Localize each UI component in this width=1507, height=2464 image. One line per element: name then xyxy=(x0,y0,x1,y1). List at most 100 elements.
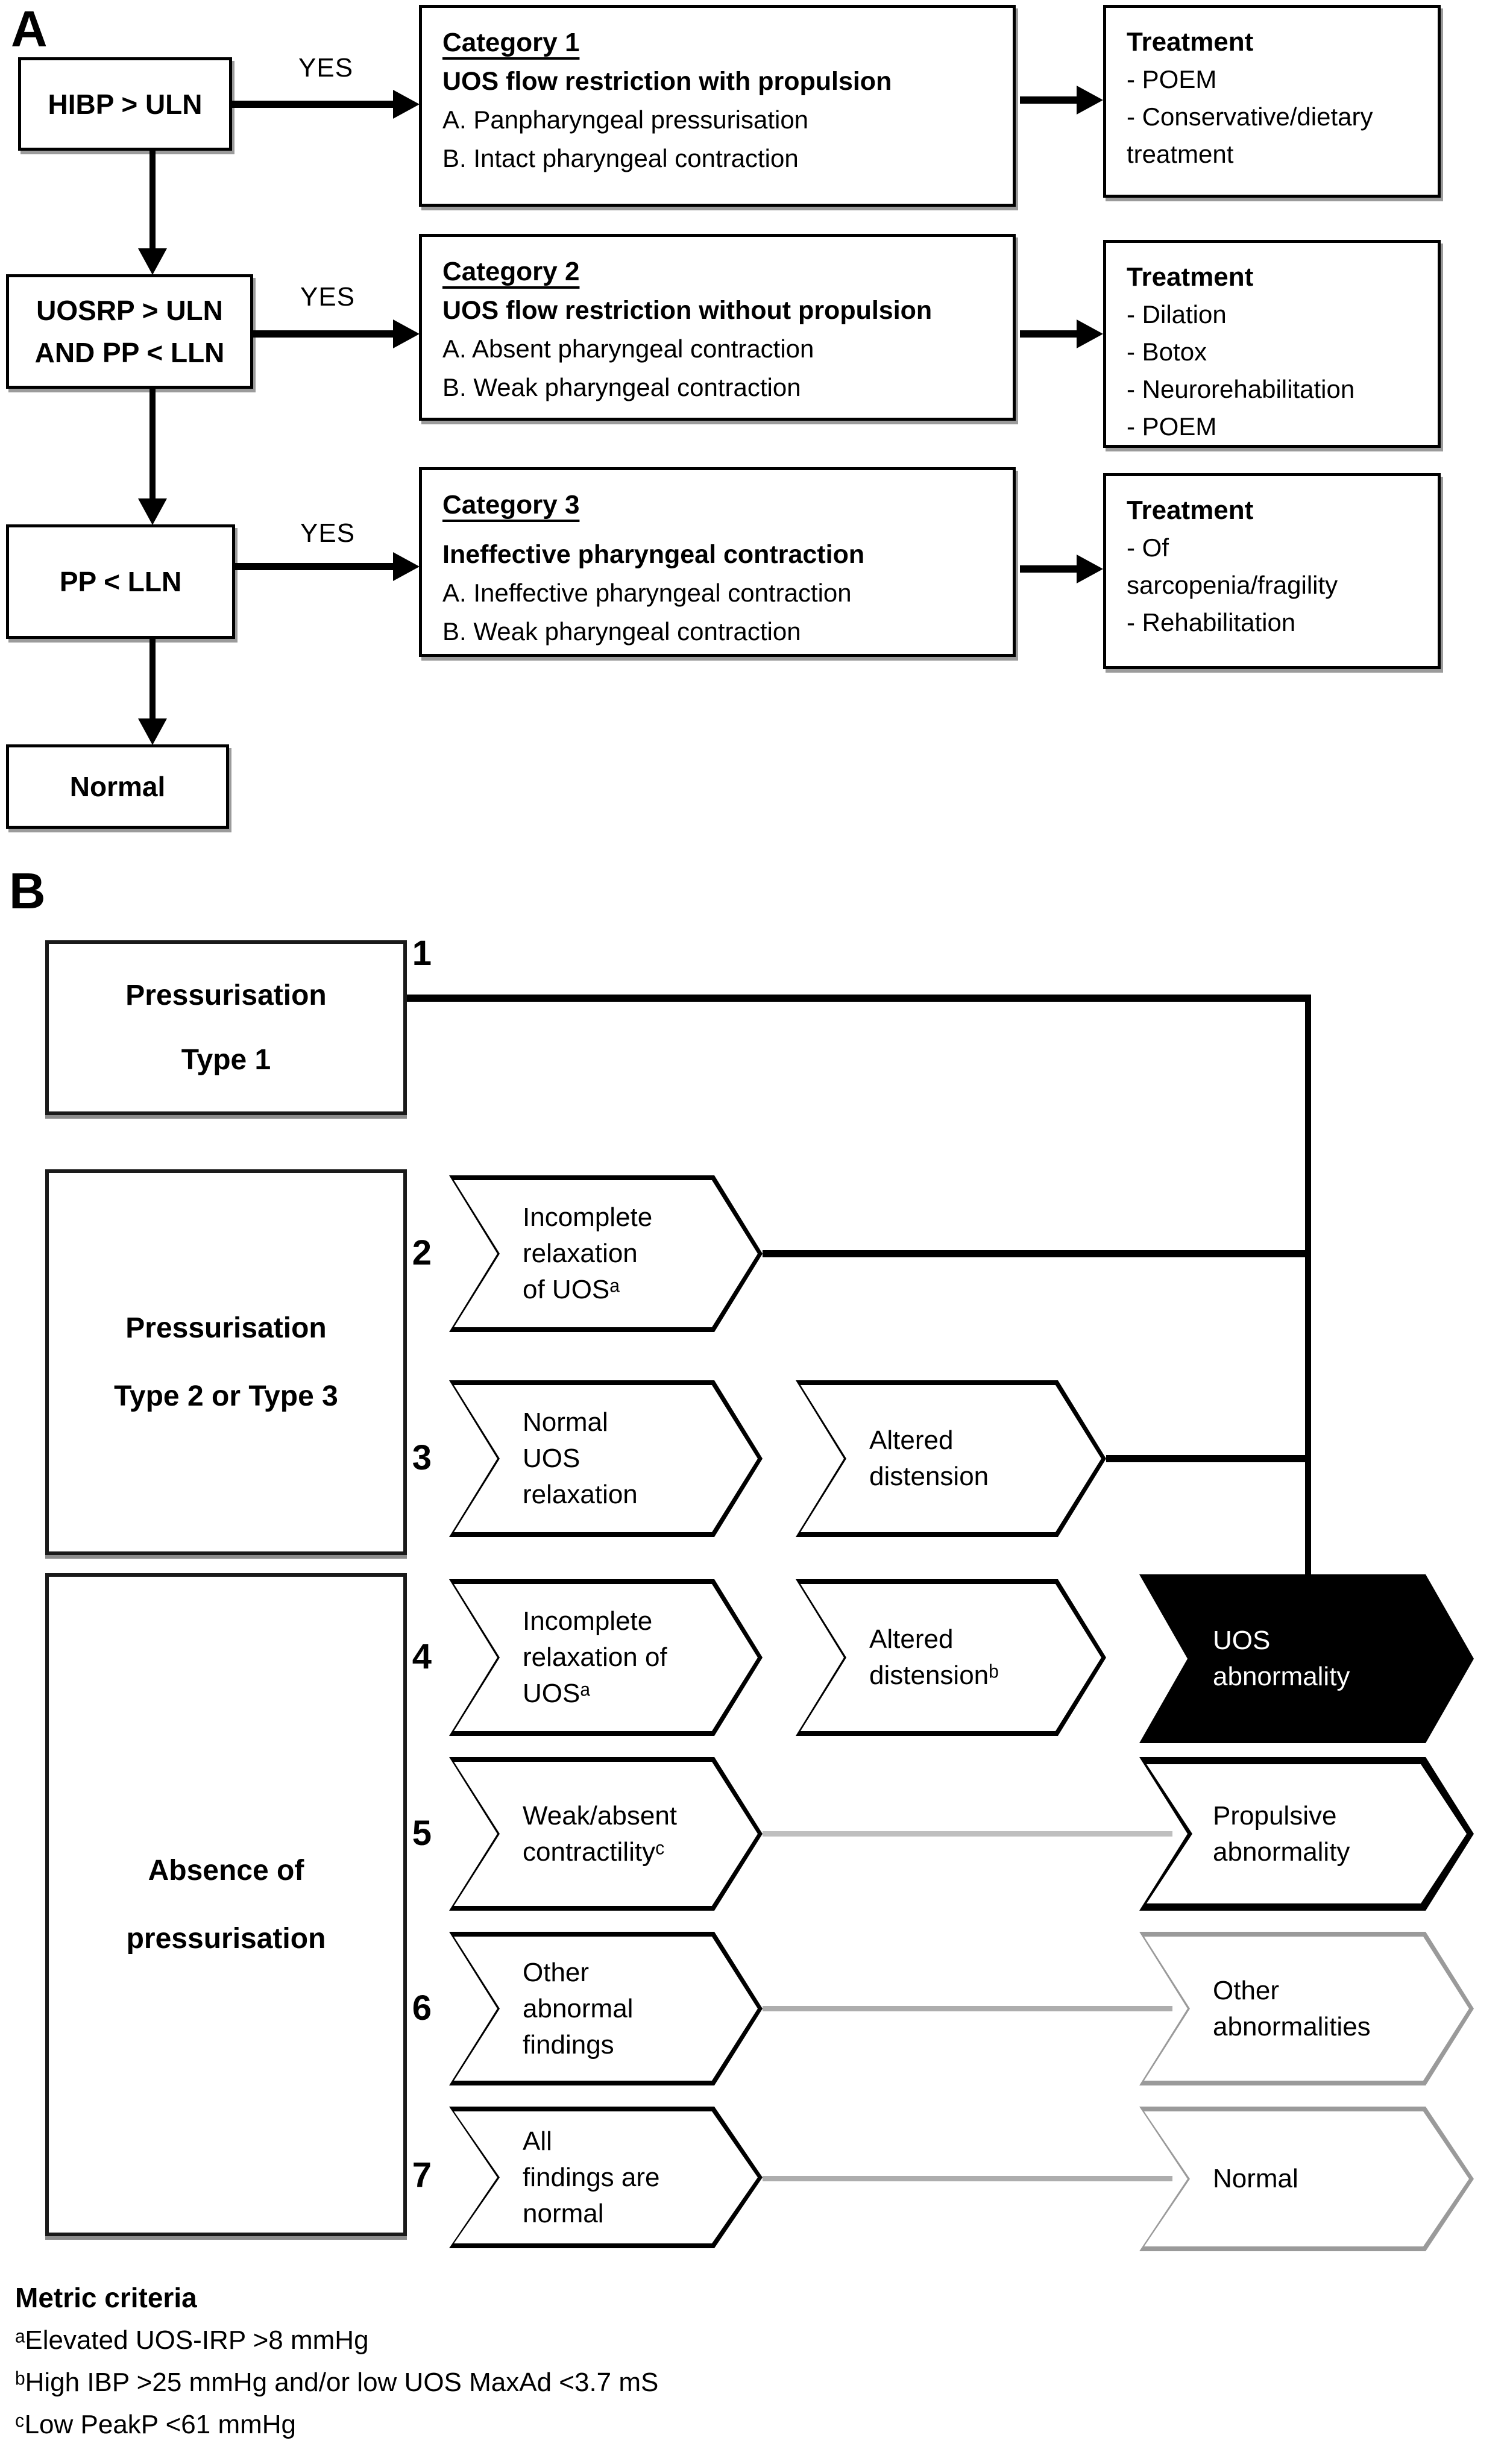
arrowhead-down-1 xyxy=(138,248,167,275)
category-1-box: Category 1 UOS flow restriction with pro… xyxy=(419,5,1016,207)
chevron-step-6-fill xyxy=(454,1937,758,2081)
metric-criteria-c: ᶜLow PeakP <61 mmHg xyxy=(15,2410,296,2439)
treatment-2-line2: - Botox xyxy=(1127,338,1207,366)
yes-arrow-2 xyxy=(253,330,395,338)
yes-arrowhead-2 xyxy=(393,319,420,348)
chevron-step-6: Other abnormal findings xyxy=(449,1932,763,2085)
chevron-step-5: Weak/absent contractilityᶜ xyxy=(449,1757,763,1911)
category-3-item-b: B. Weak pharyngeal contraction xyxy=(442,617,801,646)
chevron-propulsive-abnormality-l2: abnormality xyxy=(1213,1837,1350,1867)
chevron-other-abnormalities-l2: abnormalities xyxy=(1213,2011,1371,2041)
chevron-propulsive-abnormality-l1: Propulsive xyxy=(1213,1800,1337,1831)
category-1-subtitle: UOS flow restriction with propulsion xyxy=(442,67,892,96)
category-2-title: Category 2 xyxy=(442,257,580,286)
yes-label-2: YES xyxy=(300,282,356,312)
treat-arrowhead-1 xyxy=(1077,86,1103,115)
chevron-step-3-l3: relaxation xyxy=(523,1480,638,1509)
chevron-step-5-l1: Weak/absent xyxy=(523,1800,678,1831)
chevron-step-7: All findings are normal xyxy=(449,2107,763,2248)
path1-horizontal-line xyxy=(407,995,1311,1002)
category-2-subtitle: UOS flow restriction without propulsion xyxy=(442,296,933,325)
chevron-other-abnormalities-fill xyxy=(1144,1937,1469,2081)
pressurisation-type23-line1: Pressurisation xyxy=(125,1312,327,1344)
step-number-5: 5 xyxy=(412,1814,432,1853)
chevron-step-3-l2: UOS xyxy=(523,1444,580,1473)
treat-arrowhead-2 xyxy=(1077,319,1103,348)
absence-pressurisation-box: Absence of pressurisation xyxy=(45,1573,407,2236)
category-3-item-a: A. Ineffective pharyngeal contraction xyxy=(442,579,852,607)
chevron-step-7-fill xyxy=(454,2111,758,2243)
absence-pressurisation-line2: pressurisation xyxy=(126,1923,326,1955)
chevron-step-4-l1: Incomplete xyxy=(523,1606,653,1636)
yes-arrow-3 xyxy=(235,563,395,570)
chevron-altered-distension-b-text: Altered distensionᵇ xyxy=(869,1579,1054,1736)
chevron-step-6-l2: abnormal xyxy=(523,1993,634,2023)
chevron-uos-abnormality-text: UOS abnormality xyxy=(1213,1574,1422,1743)
node-normal: Normal xyxy=(6,744,229,829)
chevron-altered-distension-fill xyxy=(801,1385,1101,1532)
node-uosrp-line2: AND PP < LLN xyxy=(34,337,225,368)
treatment-3-title: Treatment xyxy=(1127,495,1254,525)
step-number-6: 6 xyxy=(412,1988,432,2028)
path5-line xyxy=(763,1831,1172,1837)
chevron-uos-abnormality-l2: abnormality xyxy=(1213,1662,1350,1691)
chevron-step-5-text: Weak/absent contractilityᶜ xyxy=(523,1757,711,1911)
chevron-other-abnormalities-l1: Other xyxy=(1213,1975,1280,2005)
chevron-normal-outcome-l1: Normal xyxy=(1213,2164,1298,2193)
treatment-3-box: Treatment - Of sarcopenia/fragility - Re… xyxy=(1103,473,1441,669)
chevron-step-6-text: Other abnormal findings xyxy=(523,1932,711,2085)
metric-criteria-a: ᵃElevated UOS-IRP >8 mmHg xyxy=(15,2325,369,2355)
chevron-normal-outcome-fill xyxy=(1144,2111,1469,2246)
category-1-item-a: A. Panpharyngeal pressurisation xyxy=(442,105,809,134)
metric-criteria-title: Metric criteria xyxy=(15,2282,197,2313)
chevron-step-7-l2: findings are xyxy=(523,2162,660,2192)
chevron-uos-abnormality-fill xyxy=(1139,1574,1474,1743)
pressurisation-type23-box: Pressurisation Type 2 or Type 3 xyxy=(45,1169,407,1555)
chevron-altered-distension-b: Altered distensionᵇ xyxy=(796,1579,1106,1736)
chevron-normal-outcome-text: Normal xyxy=(1213,2107,1422,2251)
node-hibp-text: HIBP > ULN xyxy=(48,88,203,120)
chevron-other-abnormalities: Other abnormalities xyxy=(1139,1932,1474,2085)
yes-arrowhead-1 xyxy=(393,90,420,119)
pressurisation-type1-line1: Pressurisation xyxy=(125,979,327,1011)
chevron-step-5-fill xyxy=(454,1762,758,1906)
treatment-1-line1: - POEM xyxy=(1127,65,1217,93)
connector-down-1 xyxy=(149,151,156,253)
metric-criteria-b: ᵇHigh IBP >25 mmHg and/or low UOS MaxAd … xyxy=(15,2368,659,2397)
chevron-altered-distension-l1: Altered xyxy=(869,1425,954,1455)
arrowhead-down-3 xyxy=(138,718,167,745)
chevron-altered-distension-b-fill xyxy=(801,1584,1101,1731)
treatment-3-line3: - Rehabilitation xyxy=(1127,608,1296,636)
node-normal-text: Normal xyxy=(69,771,166,802)
chevron-altered-distension: Altered distension xyxy=(796,1380,1106,1537)
chevron-step-4-l2: relaxation of xyxy=(523,1642,667,1672)
yes-arrowhead-3 xyxy=(393,552,420,581)
chevron-step-5-l2: contractilityᶜ xyxy=(523,1837,665,1867)
node-pp-text: PP < LLN xyxy=(59,566,182,597)
path3-line xyxy=(1106,1455,1308,1462)
treat-arrow-3 xyxy=(1020,565,1078,573)
chevron-step-2: Incomplete relaxation of UOSᵃ xyxy=(449,1175,763,1332)
treatment-2-line3: - Neurorehabilitation xyxy=(1127,375,1355,403)
treat-arrowhead-3 xyxy=(1077,555,1103,583)
path2-line xyxy=(763,1250,1308,1257)
chevron-step-6-l1: Other xyxy=(523,1957,590,1987)
treatment-2-box: Treatment - Dilation - Botox - Neuroreha… xyxy=(1103,240,1441,448)
step-number-3: 3 xyxy=(412,1438,432,1477)
chevron-altered-distension-text: Altered distension xyxy=(869,1380,1054,1537)
chevron-step-3-text: Normal UOS relaxation xyxy=(523,1380,711,1537)
absence-pressurisation-line1: Absence of xyxy=(148,1855,304,1887)
chevron-step-3-fill xyxy=(454,1385,758,1532)
chevron-normal-outcome: Normal xyxy=(1139,2107,1474,2251)
yes-label-3: YES xyxy=(300,518,356,548)
treatment-1-box: Treatment - POEM - Conservative/dietary … xyxy=(1103,5,1441,198)
step-number-7: 7 xyxy=(412,2155,432,2195)
treatment-2-title: Treatment xyxy=(1127,262,1254,292)
chevron-other-abnormalities-text: Other abnormalities xyxy=(1213,1932,1422,2085)
chevron-step-2-fill xyxy=(454,1180,758,1327)
chevron-step-3-l1: Normal xyxy=(523,1407,608,1437)
category-3-box: Category 3 Ineffective pharyngeal contra… xyxy=(419,467,1016,657)
arrowhead-down-2 xyxy=(138,498,167,525)
yes-arrow-1 xyxy=(232,101,395,108)
panel-a-label: A xyxy=(11,1,48,57)
